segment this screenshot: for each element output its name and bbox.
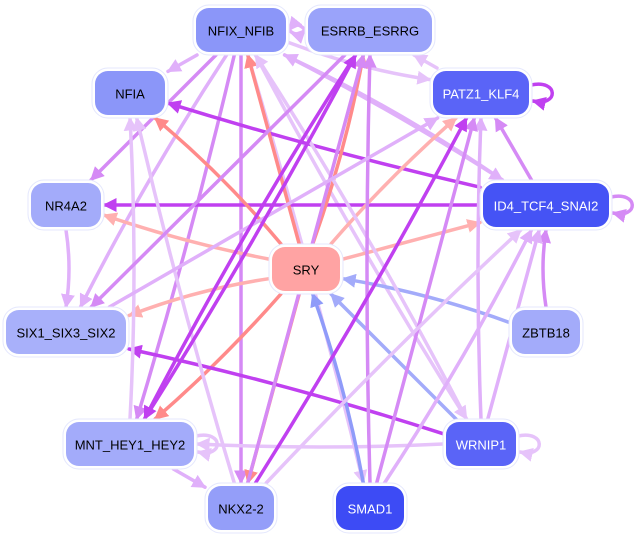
node-smad1[interactable]: SMAD1 xyxy=(332,482,408,534)
edges-layer xyxy=(61,15,634,489)
node-nkx2-2[interactable]: NKX2-2 xyxy=(204,482,278,534)
node-nr4a2[interactable]: NR4A2 xyxy=(27,179,105,231)
node-label: ID4_TCF4_SNAI2 xyxy=(494,199,599,214)
node-box xyxy=(31,183,101,227)
node-box xyxy=(208,486,274,530)
edge-nkx2-2-to-nfia xyxy=(132,116,237,485)
node-box xyxy=(483,183,609,227)
edge-id4_tcf4_snai2-to-patz1_klf4 xyxy=(493,116,534,182)
edge-nkx2-2-to-id4_tcf4_snai2 xyxy=(264,228,523,485)
edge-sry-to-id4_tcf4_snai2 xyxy=(341,219,482,261)
node-box xyxy=(308,8,432,52)
edge-nfix_nfib-to-mnt_hey1_hey2 xyxy=(133,53,237,421)
edge-nfix_nfib-to-esrrb_esrrg xyxy=(287,28,307,44)
edge-smad1-to-id4_tcf4_snai2 xyxy=(382,228,534,485)
node-label: WRNIP1 xyxy=(456,438,507,453)
edge-sry-to-nr4a2 xyxy=(102,212,271,261)
edge-sry-to-six1_six3_six2 xyxy=(127,276,271,318)
node-label: NFIA xyxy=(115,87,145,102)
edge-wrnip1-to-mnt_hey1_hey2 xyxy=(195,437,445,452)
edge-smad1-to-sry xyxy=(310,292,366,485)
node-patz1_klf4[interactable]: PATZ1_KLF4 xyxy=(429,67,533,119)
node-six1_six3_six2[interactable]: SIX1_SIX3_SIX2 xyxy=(2,306,130,358)
edge-sry-to-patz1_klf4 xyxy=(329,116,458,246)
node-box xyxy=(95,71,165,115)
node-label: PATZ1_KLF4 xyxy=(443,87,520,102)
edge-mnt_hey1_hey2-to-nfia xyxy=(123,116,138,421)
edge-nfix_nfib-to-wrnip1 xyxy=(253,53,469,421)
node-label: NR4A2 xyxy=(45,199,87,214)
edge-sry-to-nfix_nfib xyxy=(244,53,301,246)
node-mnt_hey1_hey2[interactable]: MNT_HEY1_HEY2 xyxy=(62,418,198,470)
node-box xyxy=(6,310,126,354)
edge-wrnip1-to-wrnip1 xyxy=(516,433,541,462)
edge-smad1-to-esrrb_esrrg xyxy=(362,53,377,485)
node-sry[interactable]: SRY xyxy=(268,243,344,295)
node-label: NKX2-2 xyxy=(218,502,264,517)
edge-id4_tcf4_snai2-to-id4_tcf4_snai2 xyxy=(609,194,634,223)
edge-wrnip1-to-sry xyxy=(329,292,458,421)
edge-esrrb_esrrg-to-mnt_hey1_hey2 xyxy=(142,53,358,421)
edge-mnt_hey1_hey2-to-nkx2-2 xyxy=(171,467,207,489)
node-label: ESRRB_ESRRG xyxy=(321,24,419,39)
node-label: SRY xyxy=(293,263,320,278)
edge-id4_tcf4_snai2-to-nfix_nfib xyxy=(282,53,505,182)
edge-sry-to-esrrb_esrrg xyxy=(310,53,368,246)
node-box xyxy=(512,310,580,354)
edge-id4_tcf4_snai2-to-nfia xyxy=(166,100,482,189)
node-box xyxy=(446,422,516,466)
edge-nkx2-2-to-patz1_klf4 xyxy=(253,116,469,485)
node-box xyxy=(272,247,340,291)
edge-esrrb_esrrg-to-six1_six3_six2 xyxy=(89,53,347,309)
node-id4_tcf4_snai2[interactable]: ID4_TCF4_SNAI2 xyxy=(479,179,613,231)
node-box xyxy=(66,422,194,466)
node-box xyxy=(336,486,404,530)
node-box xyxy=(433,71,529,115)
node-label: NFIX_NFIB xyxy=(208,24,274,39)
node-label: SIX1_SIX3_SIX2 xyxy=(16,326,115,341)
node-wrnip1[interactable]: WRNIP1 xyxy=(442,418,520,470)
edge-esrrb_esrrg-to-nfix_nfib xyxy=(287,15,307,32)
node-label: ZBTB18 xyxy=(522,326,570,341)
node-zbtb18[interactable]: ZBTB18 xyxy=(508,306,584,358)
edge-smad1-to-patz1_klf4 xyxy=(374,116,478,485)
node-label: SMAD1 xyxy=(348,502,393,517)
edge-wrnip1-to-six1_six3_six2 xyxy=(127,344,445,436)
edge-patz1_klf4-to-esrrb_esrrg xyxy=(412,53,439,70)
node-nfix_nfib[interactable]: NFIX_NFIB xyxy=(192,4,290,56)
edge-nfix_nfib-to-nfia xyxy=(166,53,199,74)
edge-mnt_hey1_hey2-to-mnt_hey1_hey2 xyxy=(194,433,219,462)
edge-zbtb18-to-id4_tcf4_snai2 xyxy=(537,228,551,309)
edge-nr4a2-to-six1_six3_six2 xyxy=(61,228,75,309)
edge-six1_six3_six2-to-patz1_klf4 xyxy=(107,116,440,309)
node-label: MNT_HEY1_HEY2 xyxy=(75,438,186,453)
edge-mnt_hey1_hey2-to-esrrb_esrrg xyxy=(142,53,358,421)
edge-sry-to-mnt_hey1_hey2 xyxy=(153,292,283,421)
edge-patz1_klf4-to-patz1_klf4 xyxy=(529,82,554,111)
node-esrrb_esrrg[interactable]: ESRRB_ESRRG xyxy=(304,4,436,56)
node-box xyxy=(196,8,286,52)
node-nfia[interactable]: NFIA xyxy=(91,67,169,119)
